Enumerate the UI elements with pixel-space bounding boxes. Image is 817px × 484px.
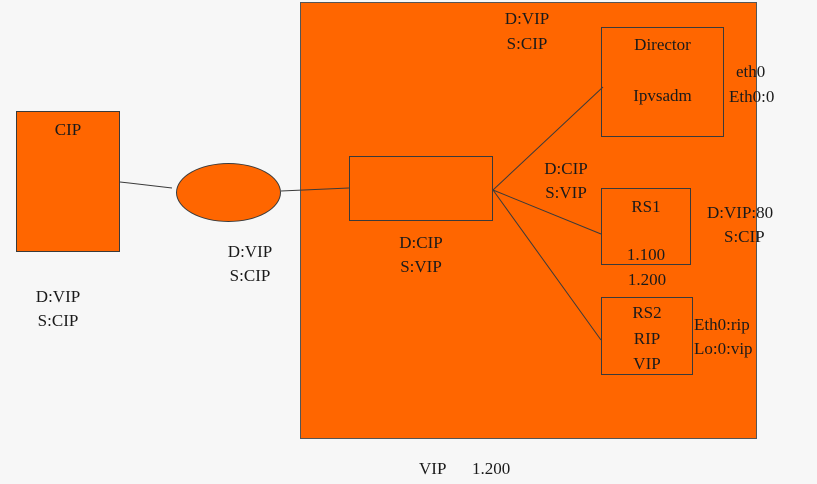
rs2-vip: VIP [633,354,661,373]
rs1-below-label: 1.200 [627,270,667,289]
director-eth0-label: eth0 [736,62,766,81]
vip-address-label: 1.200 [472,459,511,478]
vip-label: VIP [419,459,447,478]
rs1-box [601,188,691,265]
rs1-title: RS1 [631,197,661,216]
router-dest-label: D:VIP [227,242,273,261]
region-src-label: S:CIP [506,34,548,53]
middle-dest-label: D:CIP [544,159,588,178]
rs2-lo0-label: Lo:0:vip [694,339,753,358]
switch-box [349,156,493,221]
rs1-ip: 1.100 [626,245,666,264]
rs2-title: RS2 [632,303,662,322]
director-box [601,27,724,137]
rs2-eth0-label: Eth0:rip [694,315,750,334]
client-dest-label: D:VIP [35,287,81,306]
rs2-box [601,297,693,375]
line-client-router [119,181,173,189]
router-ellipse [176,163,281,222]
client-box [16,111,120,252]
client-label: CIP [54,120,82,139]
director-title: Director [634,35,691,54]
director-subtitle: Ipvsadm [633,86,692,105]
director-eth00-label: Eth0:0 [729,87,775,106]
rs2-rip: RIP [633,329,661,348]
router-src-label: S:CIP [229,266,271,285]
switch-dest-label: D:CIP [399,233,443,252]
rs1-src-label: S:CIP [724,227,765,246]
rs1-dest-label: D:VIP:80 [707,203,774,222]
region-dest-label: D:VIP [504,9,550,28]
client-src-label: S:CIP [37,311,79,330]
switch-src-label: S:VIP [400,257,442,276]
